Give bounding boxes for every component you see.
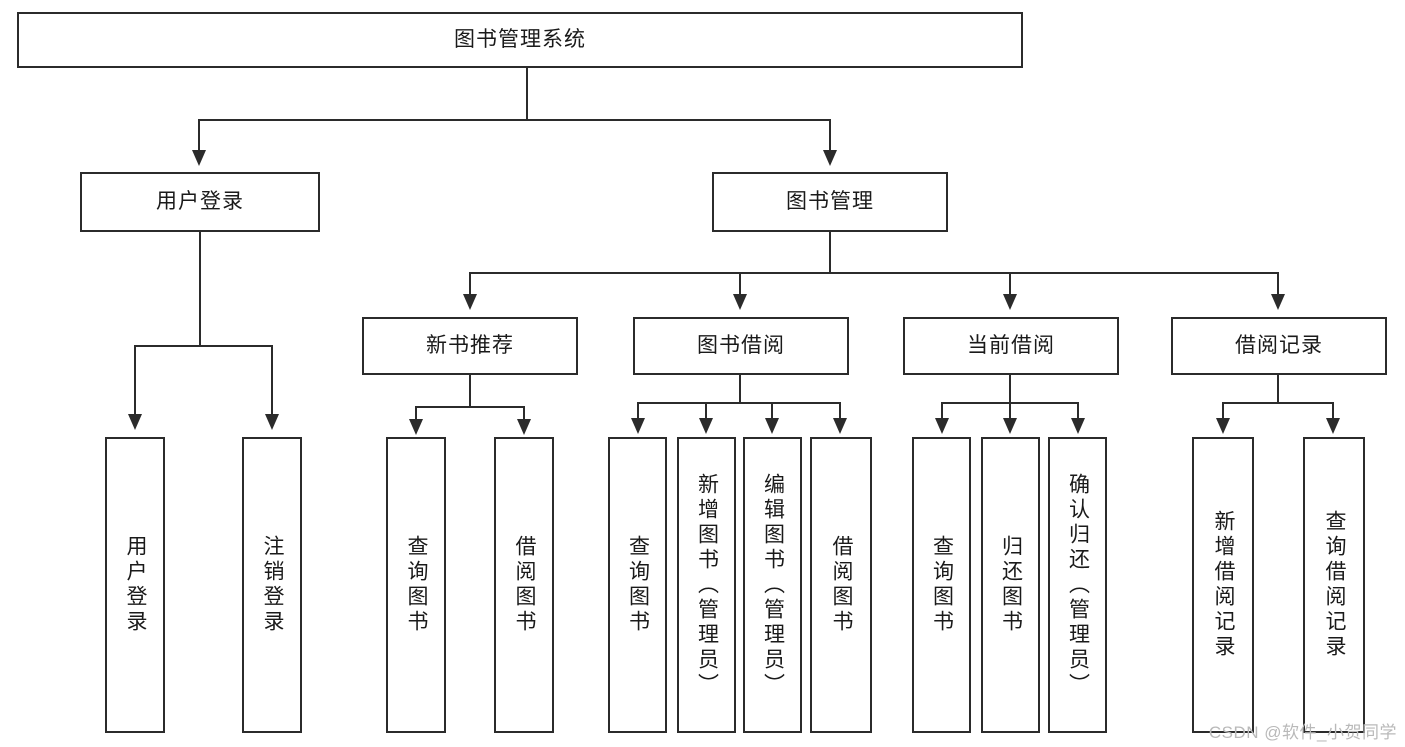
arrowhead-bookborrow-2 bbox=[699, 418, 713, 434]
leaf-edit-book-admin[interactable]: 编辑图书（管理员） bbox=[743, 437, 802, 733]
connector-root-drop-2 bbox=[829, 119, 831, 153]
node-label: 查询图书 bbox=[626, 535, 650, 635]
connector-currentborrow-drop-2 bbox=[1009, 402, 1011, 420]
connector-bookborrow-drop-3 bbox=[771, 402, 773, 420]
connector-root-stem bbox=[526, 68, 528, 120]
arrowhead-bookmgmt-1 bbox=[463, 294, 477, 310]
arrowhead-bookborrow-3 bbox=[765, 418, 779, 434]
leaf-return-book[interactable]: 归还图书 bbox=[981, 437, 1040, 733]
node-label: 新书推荐 bbox=[426, 334, 514, 358]
node-label: 图书管理系统 bbox=[454, 28, 586, 52]
arrowhead-currentborrow-3 bbox=[1071, 418, 1085, 434]
connector-bookborrow-bus bbox=[637, 402, 841, 404]
leaf-borrow-book[interactable]: 借阅图书 bbox=[810, 437, 872, 733]
arrowhead-currentborrow-1 bbox=[935, 418, 949, 434]
csdn-watermark: CSDN @软件_小贺同学 bbox=[1208, 723, 1397, 742]
arrowhead-borrowrecord-2 bbox=[1326, 418, 1340, 434]
arrowhead-root-1 bbox=[192, 150, 206, 166]
arrowhead-newbook-2 bbox=[517, 419, 531, 435]
connector-borrowrecord-drop-1 bbox=[1222, 402, 1224, 420]
node-label: 借阅图书 bbox=[830, 535, 854, 635]
node-label: 用户登录 bbox=[124, 535, 148, 635]
node-label: 编辑图书（管理员） bbox=[761, 472, 785, 698]
connector-borrowrecord-drop-2 bbox=[1332, 402, 1334, 420]
leaf-add-book-admin[interactable]: 新增图书（管理员） bbox=[677, 437, 736, 733]
node-label: 借阅记录 bbox=[1235, 334, 1323, 358]
arrowhead-root-2 bbox=[823, 150, 837, 166]
connector-userlogin-drop-2 bbox=[271, 345, 273, 417]
node-label: 用户登录 bbox=[156, 190, 244, 214]
connector-borrowrecord-bus bbox=[1222, 402, 1334, 404]
connector-userlogin-stem bbox=[199, 232, 201, 346]
connector-currentborrow-drop-1 bbox=[941, 402, 943, 420]
node-label: 新增借阅记录 bbox=[1212, 510, 1236, 660]
arrowhead-bookmgmt-4 bbox=[1271, 294, 1285, 310]
node-label: 借阅图书 bbox=[513, 535, 537, 635]
arrowhead-bookmgmt-2 bbox=[733, 294, 747, 310]
node-book-borrow[interactable]: 图书借阅 bbox=[633, 317, 849, 375]
node-label: 注销登录 bbox=[261, 535, 285, 635]
leaf-query-book-current[interactable]: 查询图书 bbox=[912, 437, 971, 733]
node-label: 图书管理 bbox=[786, 190, 874, 214]
arrowhead-bookborrow-4 bbox=[833, 418, 847, 434]
arrowhead-bookborrow-1 bbox=[631, 418, 645, 434]
leaf-logout-login[interactable]: 注销登录 bbox=[242, 437, 302, 733]
connector-bookmgmt-drop-4 bbox=[1277, 272, 1279, 297]
node-borrow-record[interactable]: 借阅记录 bbox=[1171, 317, 1387, 375]
leaf-confirm-return-admin[interactable]: 确认归还（管理员） bbox=[1048, 437, 1107, 733]
connector-userlogin-bus bbox=[134, 345, 273, 347]
node-new-book-recommend[interactable]: 新书推荐 bbox=[362, 317, 578, 375]
connector-userlogin-drop-1 bbox=[134, 345, 136, 417]
node-label: 归还图书 bbox=[999, 535, 1023, 635]
node-user-login[interactable]: 用户登录 bbox=[80, 172, 320, 232]
leaf-query-book-borrow[interactable]: 查询图书 bbox=[608, 437, 667, 733]
arrowhead-userlogin-2 bbox=[265, 414, 279, 430]
node-label: 图书借阅 bbox=[697, 334, 785, 358]
node-current-borrow[interactable]: 当前借阅 bbox=[903, 317, 1119, 375]
connector-bookborrow-stem bbox=[739, 375, 741, 403]
connector-newbook-stem bbox=[469, 375, 471, 407]
connector-bookmgmt-drop-3 bbox=[1009, 272, 1011, 297]
node-label: 查询图书 bbox=[930, 535, 954, 635]
node-root-system[interactable]: 图书管理系统 bbox=[17, 12, 1023, 68]
arrowhead-newbook-1 bbox=[409, 419, 423, 435]
connector-currentborrow-drop-3 bbox=[1077, 402, 1079, 420]
arrowhead-userlogin-1 bbox=[128, 414, 142, 430]
connector-bookmgmt-drop-1 bbox=[469, 272, 471, 297]
connector-bookmgmt-bus bbox=[469, 272, 1279, 274]
connector-currentborrow-stem bbox=[1009, 375, 1011, 403]
connector-bookmgmt-drop-2 bbox=[739, 272, 741, 297]
node-label: 查询借阅记录 bbox=[1323, 510, 1347, 660]
leaf-add-borrow-record[interactable]: 新增借阅记录 bbox=[1192, 437, 1254, 733]
node-label: 新增图书（管理员） bbox=[695, 472, 719, 698]
connector-bookborrow-drop-4 bbox=[839, 402, 841, 420]
connector-newbook-bus bbox=[415, 406, 525, 408]
arrowhead-borrowrecord-1 bbox=[1216, 418, 1230, 434]
arrowhead-bookmgmt-3 bbox=[1003, 294, 1017, 310]
node-label: 查询图书 bbox=[405, 535, 429, 635]
connector-newbook-drop-1 bbox=[415, 406, 417, 422]
connector-newbook-drop-2 bbox=[523, 406, 525, 422]
leaf-query-borrow-record[interactable]: 查询借阅记录 bbox=[1303, 437, 1365, 733]
node-label: 当前借阅 bbox=[967, 334, 1055, 358]
leaf-borrow-book-newbook[interactable]: 借阅图书 bbox=[494, 437, 554, 733]
arrowhead-currentborrow-2 bbox=[1003, 418, 1017, 434]
connector-bookborrow-drop-1 bbox=[637, 402, 639, 420]
connector-root-drop-1 bbox=[198, 119, 200, 153]
connector-bookborrow-drop-2 bbox=[705, 402, 707, 420]
node-book-management[interactable]: 图书管理 bbox=[712, 172, 948, 232]
connector-bookmgmt-stem bbox=[829, 232, 831, 273]
connector-root-bus bbox=[198, 119, 830, 121]
connector-borrowrecord-stem bbox=[1277, 375, 1279, 403]
node-label: 确认归还（管理员） bbox=[1066, 472, 1090, 698]
leaf-query-book-newbook[interactable]: 查询图书 bbox=[386, 437, 446, 733]
leaf-user-login[interactable]: 用户登录 bbox=[105, 437, 165, 733]
